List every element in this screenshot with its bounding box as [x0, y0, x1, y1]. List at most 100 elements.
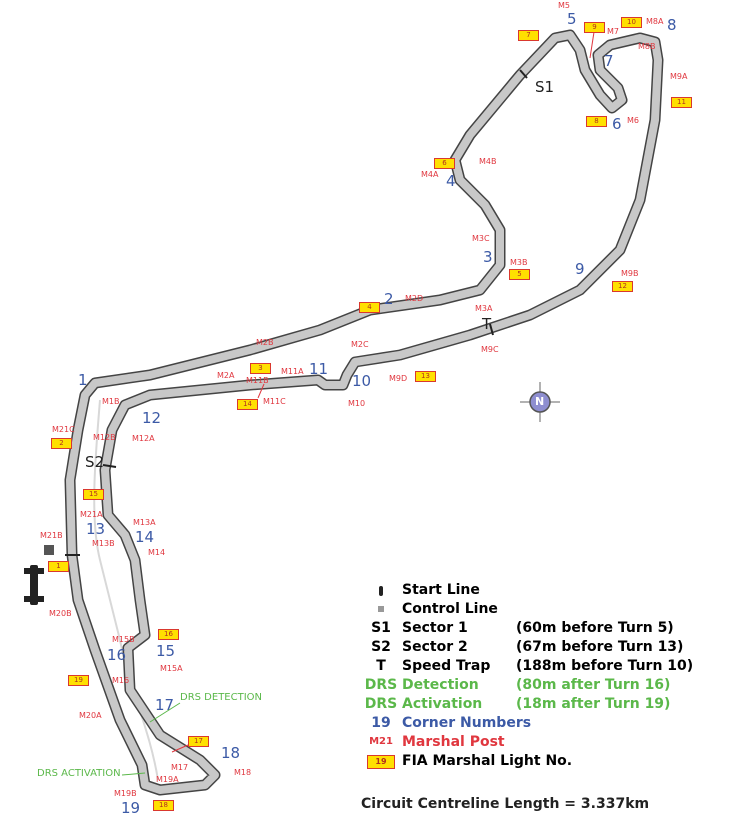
speed-trap-label: T: [482, 315, 492, 333]
marshal-post: M9D: [389, 374, 408, 383]
marshal-post: M9A: [670, 72, 688, 81]
drs-activation-label: DRS ACTIVATION: [37, 768, 121, 779]
speed-trap-line: [489, 323, 494, 336]
light-9-pointer: [589, 31, 595, 59]
marshal-light: 17: [188, 736, 209, 747]
marshal-post: M9C: [481, 345, 499, 354]
marshal-post: M12A: [132, 434, 155, 443]
legend-row-marshal-light: 19 FIA Marshal Light No.: [360, 751, 693, 770]
marshal-post: M10: [348, 399, 366, 408]
marshal-light: 8: [586, 116, 607, 127]
marshal-light: 19: [68, 675, 89, 686]
marshal-post: M11A: [281, 367, 304, 376]
marshal-post: M2A: [217, 371, 235, 380]
marshal-post: M7: [607, 27, 619, 36]
marshal-post: M16: [112, 676, 130, 685]
marshal-post: M6: [627, 116, 639, 125]
legend-start-line-icon: [379, 586, 383, 596]
legend-name: Marshal Post: [402, 733, 505, 750]
legend-key: DRS: [364, 676, 398, 693]
corner-number: 3: [483, 248, 493, 266]
drs-detection-pointer: [149, 702, 181, 723]
marshal-post: M21A: [80, 510, 103, 519]
legend-key: 19: [371, 714, 391, 731]
corner-number: 8: [667, 16, 677, 34]
marshal-post: M15A: [160, 664, 183, 673]
corner-number: 13: [86, 520, 106, 538]
marshal-post: M20B: [49, 609, 72, 618]
marshal-post: M13A: [133, 518, 156, 527]
drs-detection-label: DRS DETECTION: [180, 692, 263, 703]
legend-detail: (67m before Turn 13): [516, 638, 684, 655]
legend-name: Control Line: [402, 600, 498, 617]
legend-row-sector2: S2 Sector 2 (67m before Turn 13): [360, 637, 693, 656]
corner-number: 6: [612, 115, 622, 133]
legend-row-control-line: Control Line: [360, 599, 693, 618]
corner-number: 14: [135, 528, 155, 546]
corner-number: 1: [78, 371, 88, 389]
legend-key: S2: [371, 638, 391, 655]
corner-number: 2: [384, 290, 394, 308]
marshal-light: 3: [250, 363, 271, 374]
corner-number: 4: [446, 172, 456, 190]
legend-name: Start Line: [402, 581, 480, 598]
marshal-post: M8A: [646, 17, 664, 26]
legend-key: M21: [369, 736, 393, 747]
marshal-post: M18: [234, 768, 252, 777]
north-compass-icon: [520, 382, 560, 422]
legend-key: 19: [367, 755, 395, 769]
marshal-light: 1: [48, 561, 69, 572]
legend-name: Speed Trap: [402, 657, 491, 674]
corner-number: 7: [604, 52, 614, 70]
legend-name: Sector 2: [402, 638, 468, 655]
legend-name: FIA Marshal Light No.: [402, 752, 573, 769]
corner-number: 10: [352, 372, 372, 390]
start-car-icon: [24, 565, 44, 605]
marshal-post: M4A: [421, 170, 439, 179]
marshal-post: M5: [558, 1, 570, 10]
legend-detail: (80m after Turn 16): [516, 676, 671, 693]
legend-row-start-line: Start Line: [360, 580, 693, 599]
legend-key: DRS: [364, 695, 398, 712]
corner-number: 5: [567, 10, 577, 28]
marshal-post: M19A: [156, 775, 179, 784]
circuit-length: Circuit Centreline Length = 3.337km: [361, 796, 650, 812]
legend-detail: (60m before Turn 5): [516, 619, 674, 636]
marshal-post: M13B: [92, 539, 115, 548]
marshal-light: 13: [415, 371, 436, 382]
legend-name: Detection: [402, 676, 479, 693]
marshal-post: M1B: [102, 397, 120, 406]
control-line-flag-icon: [44, 545, 54, 555]
marshal-light: 2: [51, 438, 72, 449]
marshal-post: M2C: [351, 340, 369, 349]
marshal-post: M19B: [114, 789, 137, 798]
marshal-post: M12B: [93, 433, 116, 442]
marshal-post: M21B: [40, 531, 63, 540]
marshal-post: M2B: [256, 338, 274, 347]
marshal-post: M8B: [638, 42, 656, 51]
legend-detail: (18m after Turn 19): [516, 695, 671, 712]
legend-key: S1: [371, 619, 391, 636]
marshal-light: 10: [621, 17, 642, 28]
marshal-post: M21C: [52, 425, 75, 434]
drs-activation-pointer: [121, 772, 146, 776]
corner-number: 19: [121, 799, 141, 817]
marshal-light: 9: [584, 22, 605, 33]
legend-row-marshal-post: M21 Marshal Post: [360, 732, 693, 751]
legend-name: Activation: [402, 695, 483, 712]
marshal-light: 4: [359, 302, 380, 313]
marshal-post: M9B: [621, 269, 639, 278]
marshal-post: M3B: [510, 258, 528, 267]
corner-number: 12: [142, 409, 162, 427]
marshal-light: 11: [671, 97, 692, 108]
pit-lane: [93, 399, 159, 781]
marshal-post: M3C: [472, 234, 490, 243]
marshal-post: M11C: [263, 397, 286, 406]
marshal-light: 12: [612, 281, 633, 292]
